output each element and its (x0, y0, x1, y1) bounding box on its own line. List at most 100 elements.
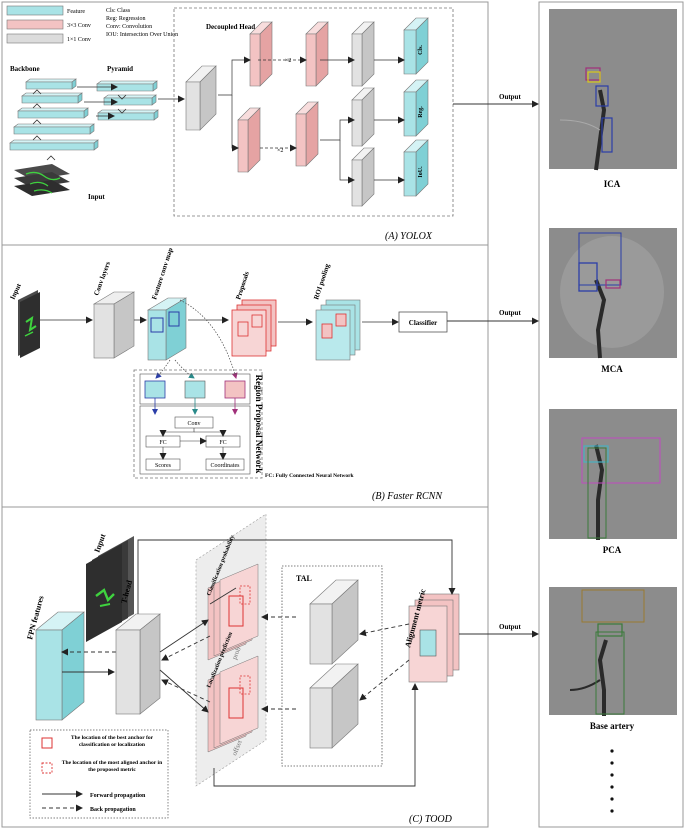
classifier-label: Classifier (409, 319, 437, 327)
pyramid-layer-2-front (103, 97, 153, 106)
results-panel-frame (538, 1, 684, 828)
legend-conv1-swatch (6, 33, 64, 44)
tood-caption: (C) TOOD (409, 814, 453, 825)
t-head-block (115, 613, 161, 715)
reg-conv-a-front (237, 119, 249, 173)
result-image-pca (549, 409, 677, 540)
legend-back-label: Back propagation (90, 807, 136, 813)
legend-feature-label: Feature (67, 9, 85, 15)
roi-pooling-label: ROI pooling (312, 262, 331, 300)
legend-def-iou: IOU: Intersection Over Union (106, 32, 178, 38)
cls-conv-a-front (249, 33, 261, 87)
pyramid-layer-2-top (103, 94, 157, 99)
cls-best-anchor (228, 595, 244, 627)
yolox-input-label: Input (88, 193, 105, 201)
backbone-layer-4-front (21, 95, 79, 104)
result-label-pca: PCA (603, 545, 622, 555)
frcnn-input-image (18, 290, 40, 358)
decoupled-head-frame (173, 7, 454, 217)
tood-legend (29, 729, 169, 819)
legend-aligned-anchor-swatch (41, 762, 53, 774)
tood-head-planes (195, 513, 267, 787)
pyramid-layer-1-top (96, 80, 158, 85)
backbone-layer-3-top (17, 107, 89, 112)
top-legend: Feature 3×3 Conv 1×1 Conv Cls: Class Reg… (6, 5, 178, 44)
tood-section-frame (1, 506, 489, 828)
iou-block-label: IoU. (418, 166, 424, 178)
yolox-caption: (A) YOLOX (385, 231, 433, 242)
fpn-features-block (35, 611, 85, 721)
backbone-layer-3-front (17, 110, 85, 119)
legend-best-text: The location of the best anchor for clas… (70, 735, 154, 748)
fc-note: FC: Fully Connected Neural Network (265, 473, 355, 479)
cls-conv1-front (351, 33, 363, 87)
cls-block-label: Cls. (418, 45, 424, 55)
legend-aligned-text: The location of the most aligned anchor … (61, 760, 163, 773)
result-image-mca (549, 228, 677, 359)
loc-best-anchor (228, 687, 244, 719)
iou-conv1-front (351, 159, 363, 207)
decoupled-head: Decoupled Head ×2 ×2 Cls. Reg. IoU. (173, 7, 454, 217)
rpn-fc1-label: FC (159, 440, 166, 446)
head-input-block-front (185, 81, 201, 131)
proposals-block (231, 299, 277, 357)
yolox-input-image (14, 164, 70, 196)
thead-head-arrows (159, 613, 296, 713)
reg-conv-b-front (295, 113, 307, 167)
legend-conv3-label: 3×3 Conv (67, 23, 91, 29)
result-label-base-artery: Base artery (590, 721, 635, 731)
result-image-ica (549, 9, 677, 171)
tood-output-label: Output (499, 623, 521, 631)
faster-rcnn: Input Conv layers Feature conv map Propo… (9, 247, 539, 502)
backbone-layer-5-top (25, 78, 77, 83)
backbone-layer-5-front (25, 81, 73, 90)
result-label-ica: ICA (604, 179, 621, 189)
legend-def-conv: Conv: Convolution (106, 24, 152, 30)
legend-conv3-swatch (6, 19, 64, 30)
result-image-base-artery (549, 587, 677, 716)
yolox-backbone: Backbone Pyramid Input (9, 65, 159, 201)
pyramid-layer-1-front (96, 83, 154, 92)
tal-blocks (309, 579, 359, 749)
legend-best-text-wrap: The location of the best anchor for clas… (70, 735, 154, 748)
conv-layers-label: Conv layers (92, 260, 112, 296)
cls-conv-b-front (305, 33, 317, 87)
alignment-metric-block (408, 593, 460, 683)
reg-conv1-front (351, 99, 363, 147)
tood: Input FPN features T-head (25, 513, 539, 825)
roi-pooling-block (315, 299, 361, 361)
reg-output-front (403, 91, 417, 137)
rpn-scores-label: Scores (155, 463, 172, 469)
rpn-side-label: Region Proposal Network (254, 375, 264, 474)
cls-aligned-anchor (239, 585, 251, 605)
upsample-x2-b: ×2 (277, 148, 283, 154)
backbone-layer-1-top (9, 139, 99, 144)
legend-def-cls: Cls: Class (106, 8, 131, 14)
feature-conv-map-block (146, 297, 188, 361)
reg-block-label: Reg. (418, 106, 424, 118)
tood-input-image (86, 536, 134, 642)
frcnn-output-label: Output (499, 309, 521, 317)
legend-forward-label: Forward propagation (90, 793, 146, 799)
rpn-fc2-label: FC (219, 440, 226, 446)
legend-feature-swatch (6, 5, 64, 16)
pyramid-layer-3-front (97, 112, 155, 121)
backbone-layer-2-top (13, 123, 95, 128)
pyramid-layer-3-top (97, 109, 159, 114)
region-proposal-network (133, 369, 263, 479)
feature-conv-map-label: Feature conv map (150, 247, 174, 301)
decoupled-head-label: Decoupled Head (206, 23, 255, 31)
results-panel: ICA MCA PCA Base arte (549, 9, 677, 813)
tood-flow-arrows (137, 539, 456, 787)
upsample-x2-a: ×2 (285, 58, 291, 64)
iou-output-front (403, 151, 417, 197)
backbone-layer-1-front (9, 142, 95, 151)
yolox-output-label: Output (499, 93, 521, 101)
tood-input-label: Input (92, 532, 107, 553)
rpn-conv-label: Conv (187, 421, 200, 427)
legend-conv1-label: 1×1 Conv (67, 37, 91, 43)
backbone-layer-4-top (21, 92, 83, 97)
legend-def-reg: Reg: Regression (106, 16, 146, 22)
legend-best-anchor-swatch (41, 737, 53, 749)
tal-label: TAL (296, 574, 312, 583)
